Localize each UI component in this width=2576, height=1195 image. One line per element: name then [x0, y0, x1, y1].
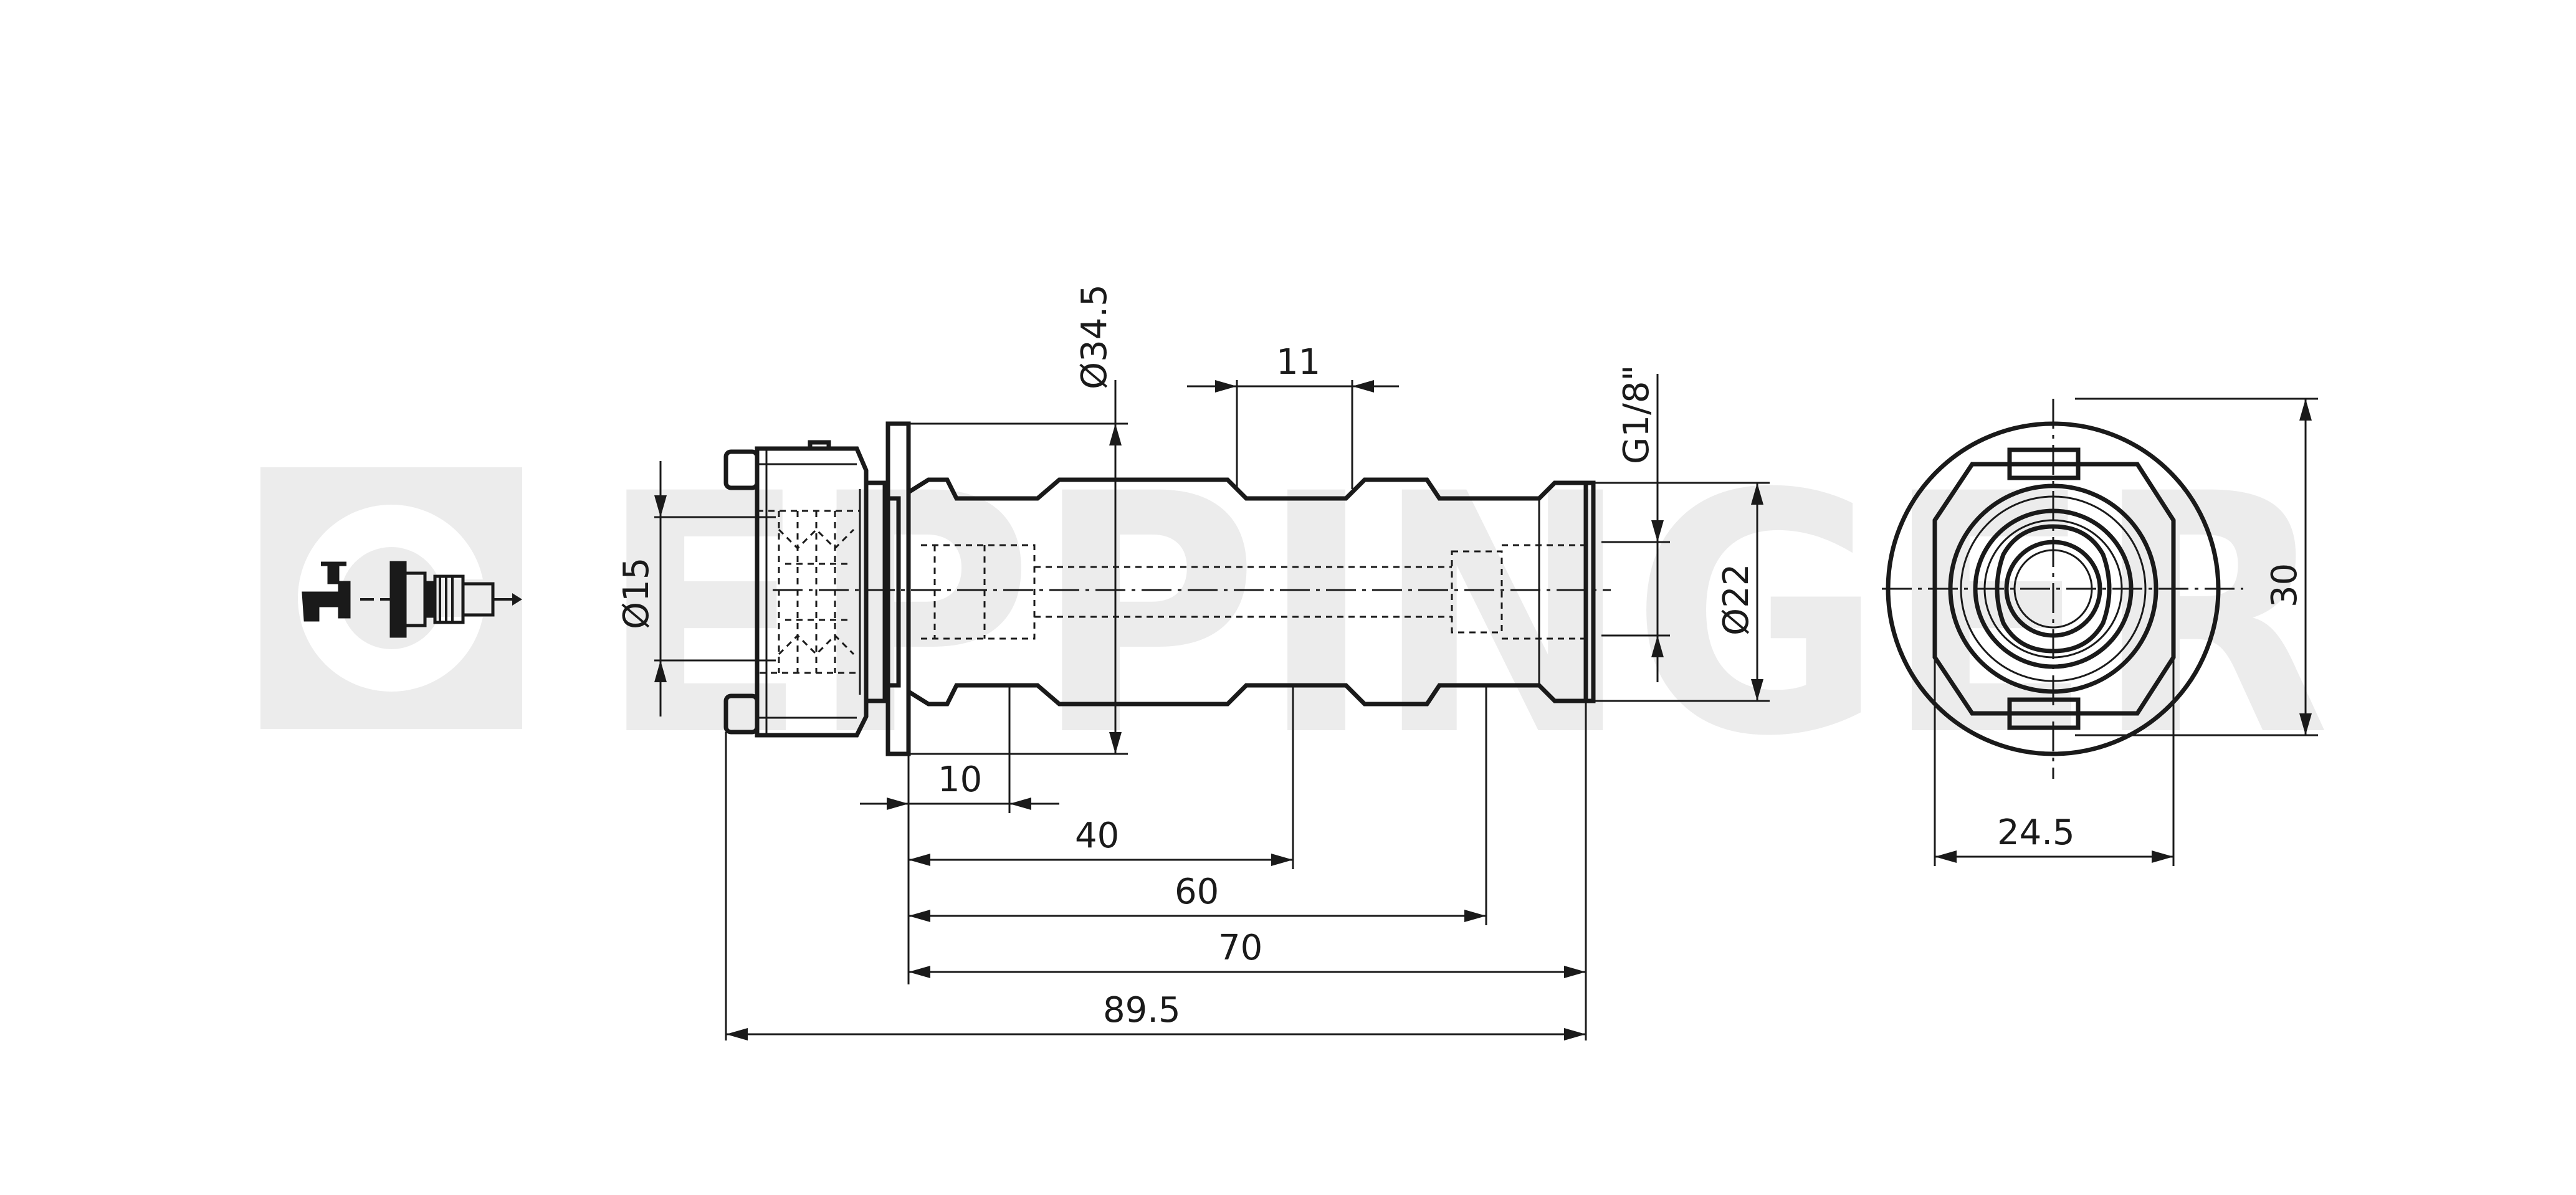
collet-petals — [1995, 524, 2112, 654]
dim-label-89-5: 89.5 — [1103, 990, 1181, 1031]
dim-label-40: 40 — [1075, 816, 1119, 856]
flange-outer-circle — [1886, 421, 2221, 756]
tap-with-coolant-nozzle-icon — [302, 561, 522, 638]
dim-label-g1-8: G1/8" — [1616, 365, 1657, 464]
clamping-nut — [755, 446, 869, 738]
dim-label-d22: Ø22 — [1716, 564, 1757, 636]
dim-label-10: 10 — [938, 759, 982, 800]
dim-label-24-5: 24.5 — [1997, 812, 2075, 853]
dim-label-d34-5: Ø34.5 — [1074, 284, 1115, 389]
nut-pin-top — [723, 449, 760, 490]
coolant-end — [1583, 480, 1596, 703]
dim-label-30: 30 — [2264, 563, 2305, 607]
nut-pin-bottom — [723, 693, 760, 735]
dimension-labels: Ø34.5 11 G1/8" Ø15 Ø22 10 40 60 70 89.5 … — [616, 284, 2305, 1031]
internal-bore — [921, 544, 1586, 640]
dim-label-70: 70 — [1218, 928, 1262, 968]
dimension-lines — [654, 374, 2318, 1040]
dim-label-d15: Ø15 — [616, 558, 657, 629]
dim-label-11: 11 — [1276, 342, 1320, 383]
watermark-text: EPPINGER — [598, 424, 2330, 808]
drive-slot-top — [2007, 447, 2081, 480]
drive-slot-bottom — [2007, 697, 2081, 730]
dim-label-60: 60 — [1175, 872, 1219, 912]
